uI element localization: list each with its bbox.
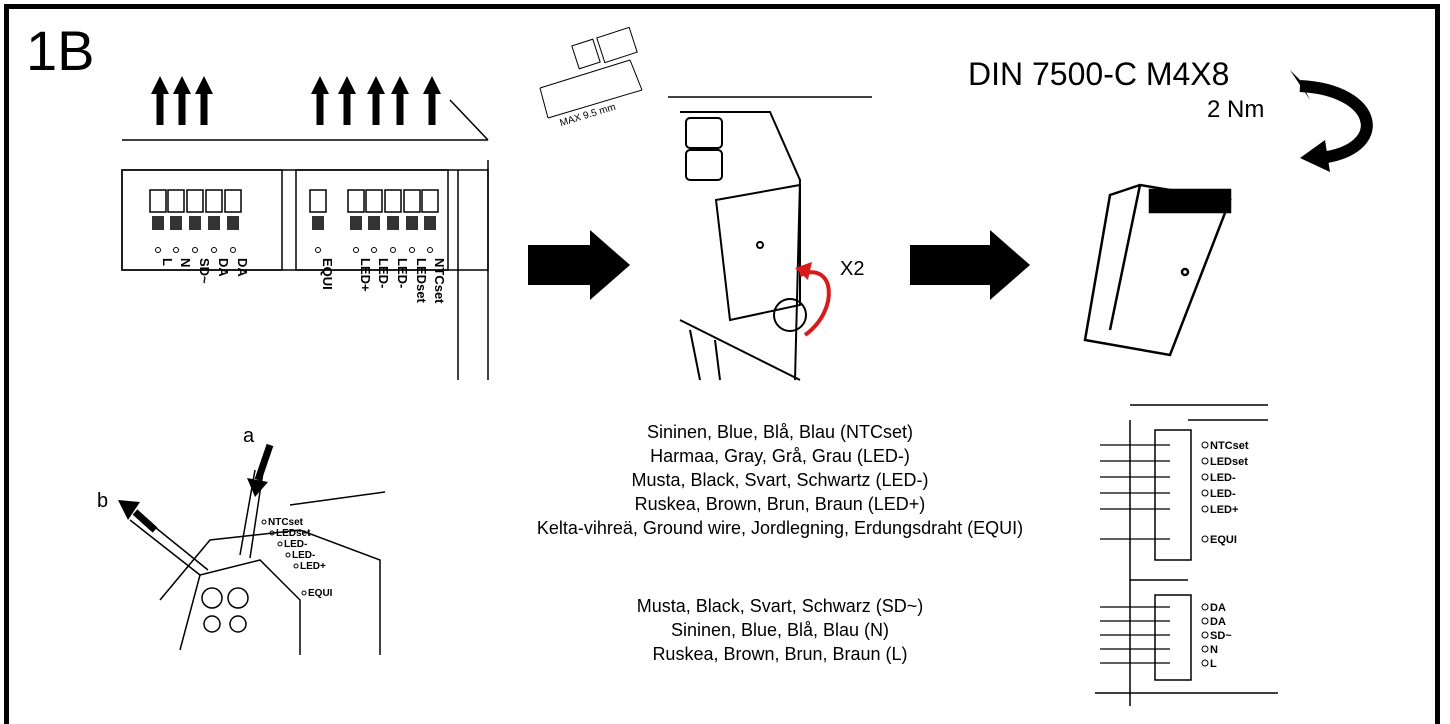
- terminal-label-top: DA: [216, 258, 231, 277]
- wire-legend-line: Kelta-vihreä, Ground wire, Jordlegning, …: [536, 518, 1024, 538]
- torque-direction-arrow: [1290, 70, 1373, 172]
- next-step-arrow: [528, 230, 630, 300]
- terminal-label-right: LEDset: [1210, 456, 1248, 468]
- terminal-label-right: DA: [1210, 602, 1226, 614]
- next-step-arrow-2: [910, 230, 1030, 300]
- terminal-label-top: EQUI: [320, 258, 335, 290]
- terminal-label-detail: LED-: [292, 550, 315, 561]
- terminal-label-right: EQUI: [1210, 534, 1237, 546]
- callout-a: a: [243, 425, 274, 497]
- terminal-label-top: N: [178, 258, 193, 267]
- terminal-label-detail: EQUI: [308, 588, 333, 599]
- terminal-label-detail: NTCset: [268, 517, 304, 528]
- housing-closed-view: [1083, 183, 1232, 357]
- step-label: 1B: [26, 19, 95, 82]
- terminal-label-right: SD~: [1210, 630, 1232, 642]
- terminal-block-panel: [121, 99, 489, 380]
- led-terminals: [309, 189, 439, 253]
- housing-open-view: [668, 96, 872, 381]
- wire-legend-line: Musta, Black, Svart, Schwarz (SD~): [636, 596, 924, 616]
- terminal-label-right: LED-: [1210, 472, 1236, 484]
- terminal-label-right: DA: [1210, 616, 1226, 628]
- terminal-label-right: L: [1210, 658, 1217, 670]
- screw-count-label: X2: [840, 258, 864, 280]
- terminal-label-top: NTCset: [432, 258, 447, 304]
- terminal-label-top: DA: [235, 258, 250, 277]
- terminal-label-top: LED-: [395, 258, 410, 288]
- wire-pull-arrows: [151, 76, 441, 125]
- wire-legend-line: Musta, Black, Svart, Schwartz (LED-): [631, 470, 929, 490]
- svg-text:a: a: [243, 425, 255, 447]
- wire-legend-line: Sininen, Blue, Blå, Blau (N): [670, 620, 890, 640]
- screw-spec: DIN 7500-C M4X8: [968, 56, 1230, 92]
- terminal-label-top: SD~: [197, 258, 212, 284]
- diagram-frame: [4, 4, 1440, 724]
- terminal-wires: [1100, 441, 1209, 667]
- terminal-label-right: LED+: [1210, 504, 1238, 516]
- wire-legend-line: Sininen, Blue, Blå, Blau (NTCset): [646, 422, 914, 442]
- terminal-label-right: NTCset: [1210, 440, 1249, 452]
- strip-gauge: MAX 9.5 mm: [539, 26, 643, 129]
- terminal-label-top: LEDset: [414, 258, 429, 303]
- wire-insertion-detail: [129, 469, 386, 655]
- screw-rotation-marker: X2: [795, 258, 864, 337]
- wire-legend-line: Harmaa, Gray, Grå, Grau (LED-): [650, 446, 910, 466]
- terminal-label-top: LED+: [358, 258, 373, 292]
- terminal-label-right: N: [1210, 644, 1218, 656]
- torque-value: 2 Nm: [1207, 96, 1265, 123]
- wire-legend-line: Ruskea, Brown, Brun, Braun (L): [652, 644, 908, 664]
- callout-b: b: [97, 490, 158, 533]
- wire-legend-line: Ruskea, Brown, Brun, Braun (LED+): [634, 494, 926, 514]
- svg-text:b: b: [97, 490, 108, 512]
- terminal-label-right: LED-: [1210, 488, 1236, 500]
- terminal-block-side-view: [1095, 404, 1278, 706]
- terminal-label-detail: LED-: [284, 539, 307, 550]
- terminal-label-top: LED-: [376, 258, 391, 288]
- terminal-label-top: L: [160, 258, 175, 266]
- mains-terminals: [149, 189, 242, 253]
- terminal-label-detail: LEDset: [276, 528, 311, 539]
- terminal-label-detail: LED+: [300, 561, 326, 572]
